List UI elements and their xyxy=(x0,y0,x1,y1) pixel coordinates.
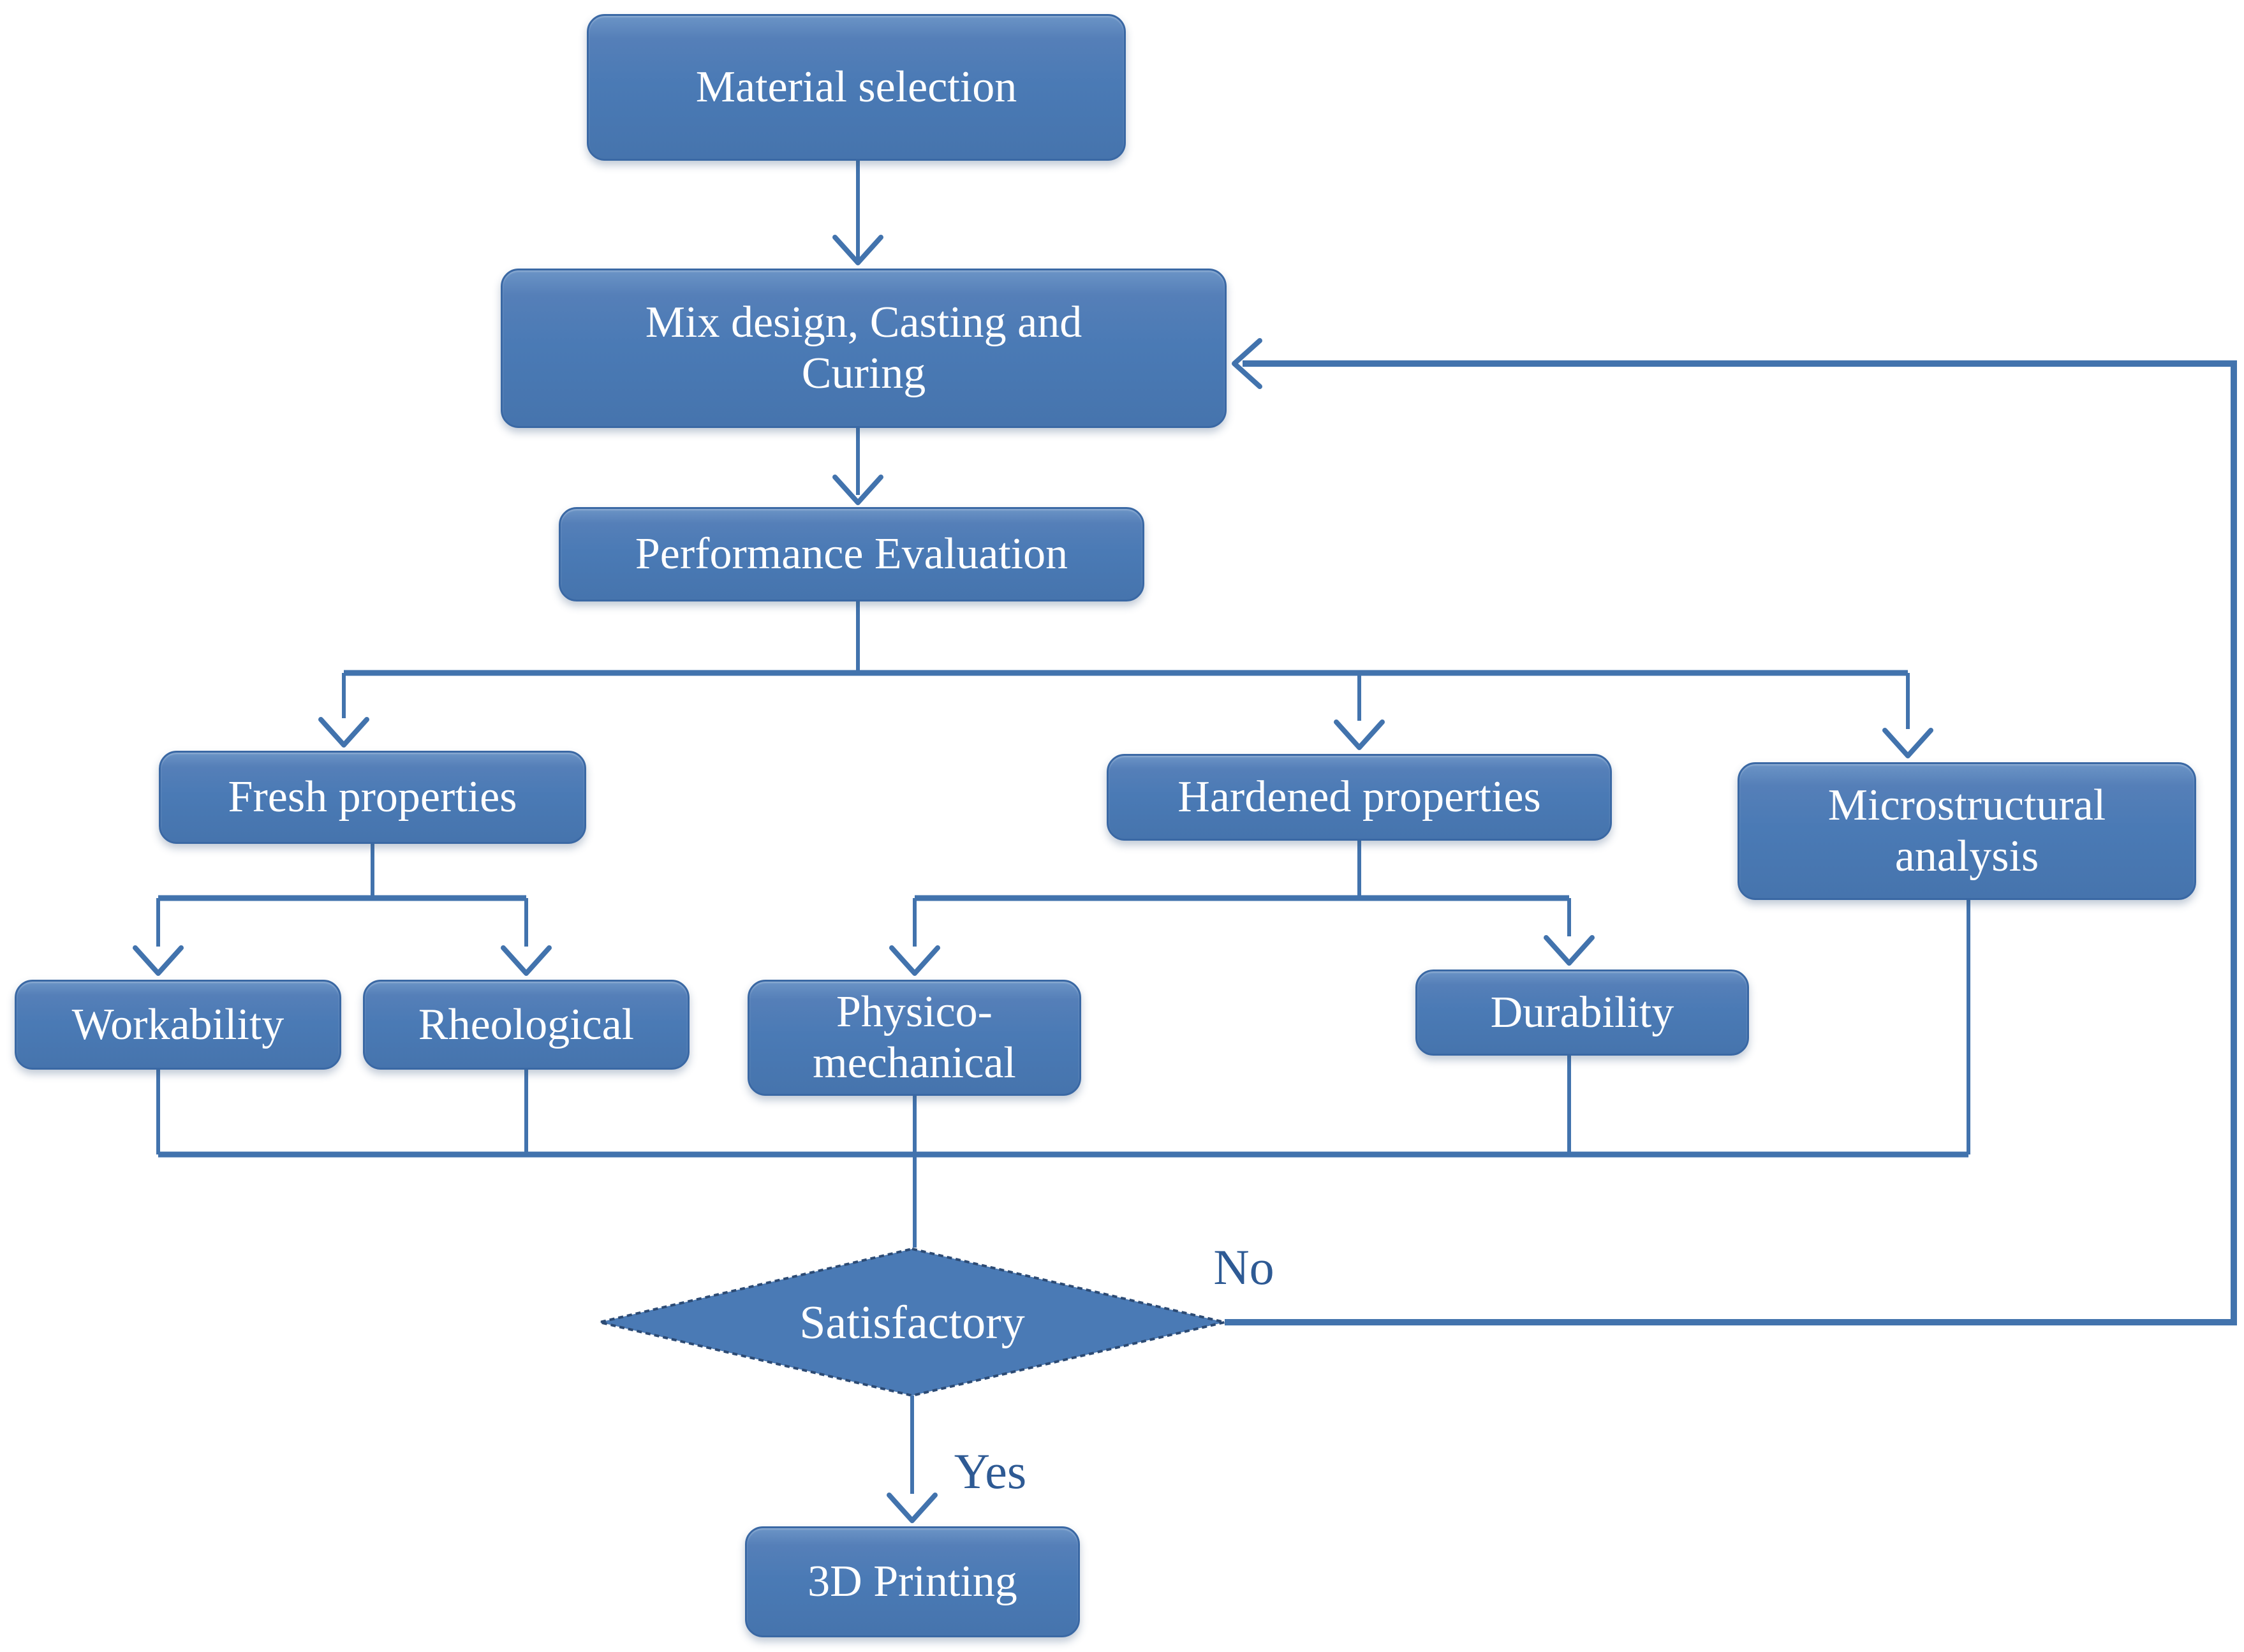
node-hardened-properties-label: Hardened properties xyxy=(1177,772,1541,822)
arrowhead-down-into-hardened xyxy=(1334,719,1385,750)
edge-label-no: No xyxy=(1213,1239,1274,1295)
node-rheological-label: Rheological xyxy=(418,999,635,1049)
node-performance-evaluation-label: Performance Evaluation xyxy=(635,529,1068,579)
arrowhead-down-into-performance xyxy=(832,475,883,505)
node-mix-design: Mix design, Casting and Curing xyxy=(501,269,1227,428)
node-durability: Durability xyxy=(1415,970,1749,1056)
arrowhead-down-into-mix-design xyxy=(832,235,883,265)
arrowhead-down-into-physico xyxy=(889,945,940,976)
node-physico-mechanical-label: Physico- mechanical xyxy=(813,987,1016,1088)
arrowhead-down-into-rheological xyxy=(501,945,552,976)
node-3d-printing-label: 3D Printing xyxy=(808,1557,1017,1607)
node-material-selection: Material selection xyxy=(587,14,1126,161)
arrowhead-down-into-fresh xyxy=(318,717,369,748)
node-microstructural-analysis-label: Microstructural analysis xyxy=(1827,781,2106,881)
node-workability-label: Workability xyxy=(71,999,284,1049)
node-rheological: Rheological xyxy=(363,980,690,1070)
node-microstructural-analysis: Microstructural analysis xyxy=(1738,762,2196,900)
node-physico-mechanical: Physico- mechanical xyxy=(748,980,1081,1096)
node-mix-design-label: Mix design, Casting and Curing xyxy=(645,298,1082,398)
node-3d-printing: 3D Printing xyxy=(745,1526,1080,1637)
node-fresh-properties: Fresh properties xyxy=(159,751,586,844)
node-fresh-properties-label: Fresh properties xyxy=(228,772,517,822)
node-satisfactory-label: Satisfactory xyxy=(799,1296,1025,1349)
node-material-selection-label: Material selection xyxy=(695,63,1017,112)
node-performance-evaluation: Performance Evaluation xyxy=(559,507,1144,601)
node-hardened-properties: Hardened properties xyxy=(1107,754,1612,841)
node-durability-label: Durability xyxy=(1490,987,1674,1037)
edge-no-loop xyxy=(1225,360,2237,1325)
arrowhead-down-into-workability xyxy=(133,945,184,976)
node-workability: Workability xyxy=(15,980,341,1070)
arrowhead-down-into-printing xyxy=(887,1493,938,1523)
arrowhead-left-into-mix-design xyxy=(1232,338,1262,389)
decision-diamond-shape xyxy=(599,1247,1225,1398)
node-satisfactory-decision: Satisfactory xyxy=(721,1287,1104,1359)
arrowhead-down-into-microstructural xyxy=(1882,728,1933,758)
arrowhead-down-into-durability xyxy=(1544,935,1595,966)
edge-label-yes: Yes xyxy=(954,1443,1027,1499)
